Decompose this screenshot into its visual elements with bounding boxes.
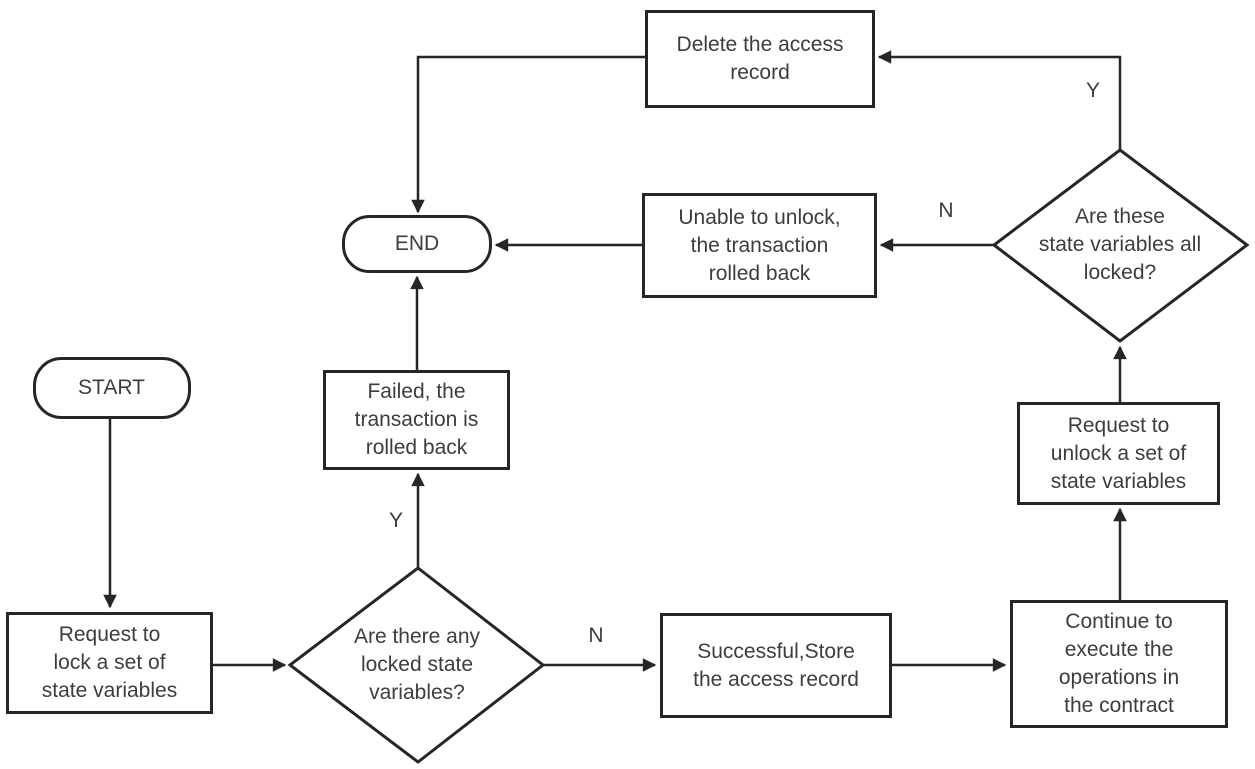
failed-rollback-process: Failed, the transaction is rolled back bbox=[354, 380, 479, 459]
start-terminator-shape bbox=[33, 357, 191, 419]
end-terminator-shape bbox=[342, 215, 492, 273]
successful-store-shape bbox=[660, 613, 892, 718]
continue-execute-process: Continue to execute the operations in th… bbox=[1058, 610, 1180, 717]
successful-store-process: Successful,Store the access record bbox=[693, 639, 859, 691]
delete-record-shape bbox=[645, 10, 875, 108]
edge-label-all-locked-no: N bbox=[938, 199, 954, 222]
decision-all-locked-shape bbox=[991, 148, 1250, 343]
continue-execute-shape bbox=[1010, 600, 1228, 728]
request-lock-process: Request to lock a set of state variables bbox=[41, 622, 178, 702]
decision-all-locked: Are these state variables all locked? bbox=[1038, 205, 1202, 284]
delete-record-process: Delete the access record bbox=[676, 33, 844, 84]
decision-any-locked: Are there any locked state variables? bbox=[353, 625, 481, 704]
edge-label-any-locked-yes: Y bbox=[388, 509, 403, 532]
edge-label-all-locked-yes: Y bbox=[1085, 79, 1100, 102]
edge-decision2-yes-to-delete bbox=[877, 50, 1122, 150]
edge-delete-to-end bbox=[411, 55, 646, 214]
decision-any-locked-shape bbox=[287, 566, 546, 764]
end-terminator: END bbox=[394, 232, 440, 255]
start-terminator: START bbox=[78, 375, 145, 399]
failed-rollback-shape bbox=[323, 370, 510, 470]
request-unlock-process: Request to unlock a set of state variabl… bbox=[1050, 413, 1187, 493]
unable-unlock-shape bbox=[642, 193, 877, 298]
edge-label-any-locked-no: N bbox=[588, 624, 604, 647]
unable-unlock-process: Unable to unlock, the transaction rolled… bbox=[678, 205, 841, 285]
request-unlock-shape bbox=[1017, 402, 1220, 505]
request-lock-shape bbox=[6, 612, 213, 714]
